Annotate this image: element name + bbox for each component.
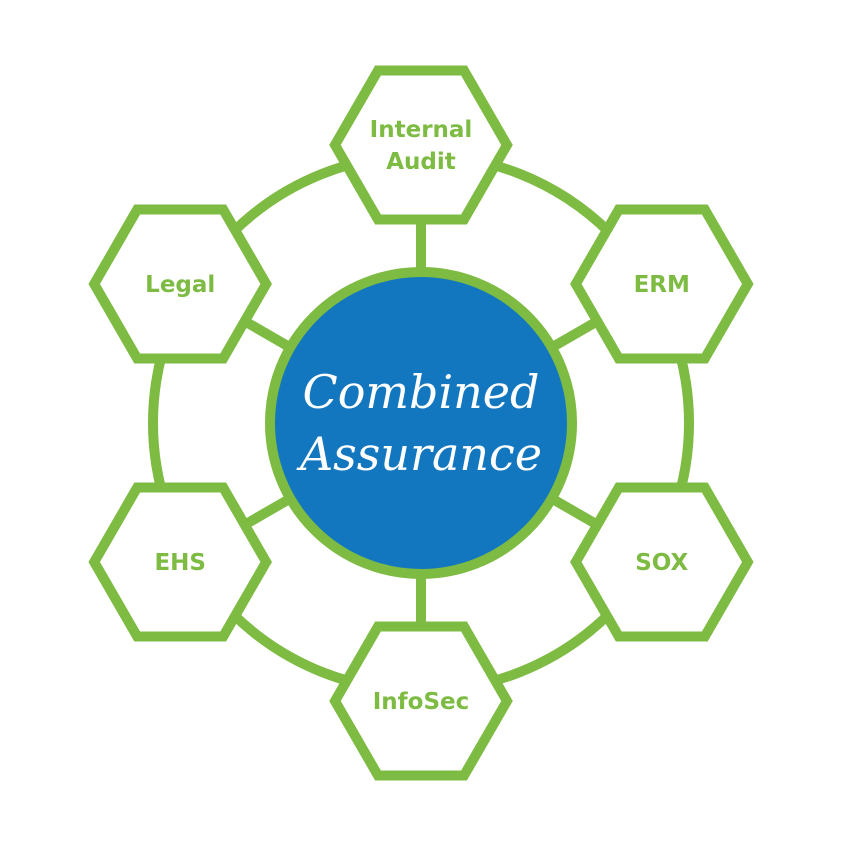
hexagon-shape [329,65,513,225]
hexagon-shape [88,482,272,642]
hex-label-legal: Legal [145,272,215,298]
hex-label-ehs: EHS [154,550,206,576]
center-label-line1: Combined [303,365,540,419]
hex-node-erm: ERM [570,204,754,364]
hex-label-internal-audit: Audit [386,149,456,175]
hexagon-shape [88,204,272,364]
hex-label-erm: ERM [634,272,690,298]
hex-label-internal-audit: Internal [370,117,473,143]
center-label-line2: Assurance [296,427,542,481]
hex-label-infosec: InfoSec [373,689,470,715]
hex-node-ehs: EHS [88,482,272,642]
hex-label-sox: SOX [635,550,688,576]
hex-node-infosec: InfoSec [329,621,513,781]
center-circle [265,267,577,579]
hexagon-shape [570,204,754,364]
hexagon-shape [329,621,513,781]
hex-node-sox: SOX [570,482,754,642]
hex-node-legal: Legal [88,204,272,364]
hexagon-shape [570,482,754,642]
